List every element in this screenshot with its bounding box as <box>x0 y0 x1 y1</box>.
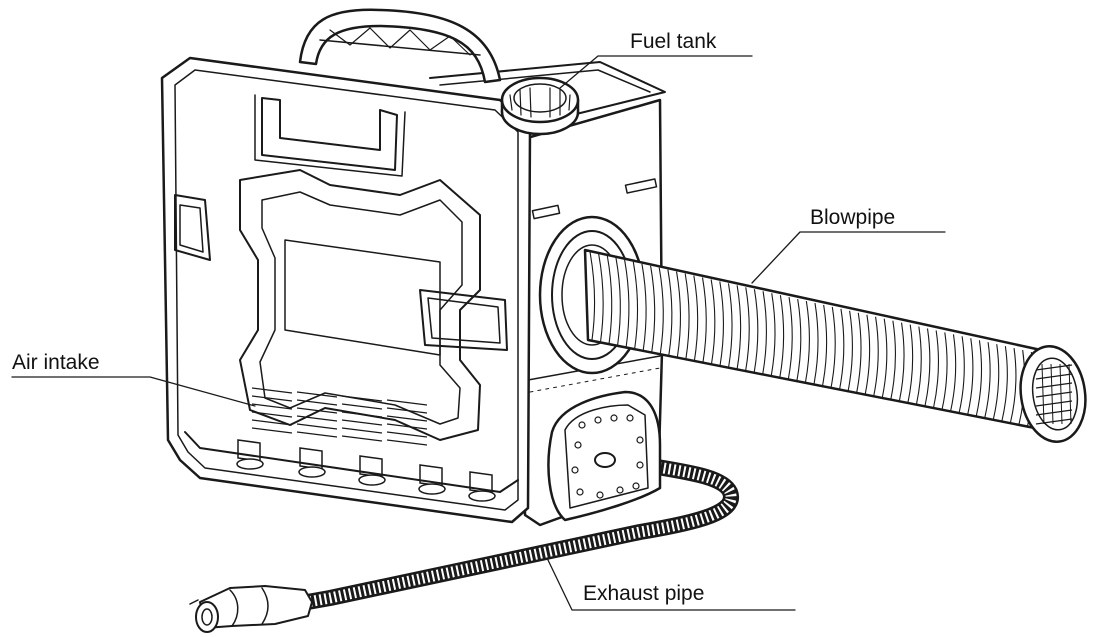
exhaust-pipe-label: Exhaust pipe <box>583 582 705 605</box>
blowpipe-label: Blowpipe <box>810 206 896 229</box>
carry-handle <box>298 8 502 84</box>
air-intake-leader <box>11 376 256 407</box>
fuel-cap <box>500 76 580 136</box>
blowpipe-leader <box>751 231 946 284</box>
unit-front-body <box>160 56 532 524</box>
fuel-tank-label: Fuel tank <box>630 30 717 53</box>
callout-leader-lines <box>11 55 946 611</box>
exhaust-panel <box>547 390 662 522</box>
blowpipe <box>583 248 1087 443</box>
exhaust-pipe-leader <box>547 559 796 611</box>
air-intake-label: Air intake <box>12 351 100 374</box>
fuel-tank-leader <box>559 55 753 89</box>
